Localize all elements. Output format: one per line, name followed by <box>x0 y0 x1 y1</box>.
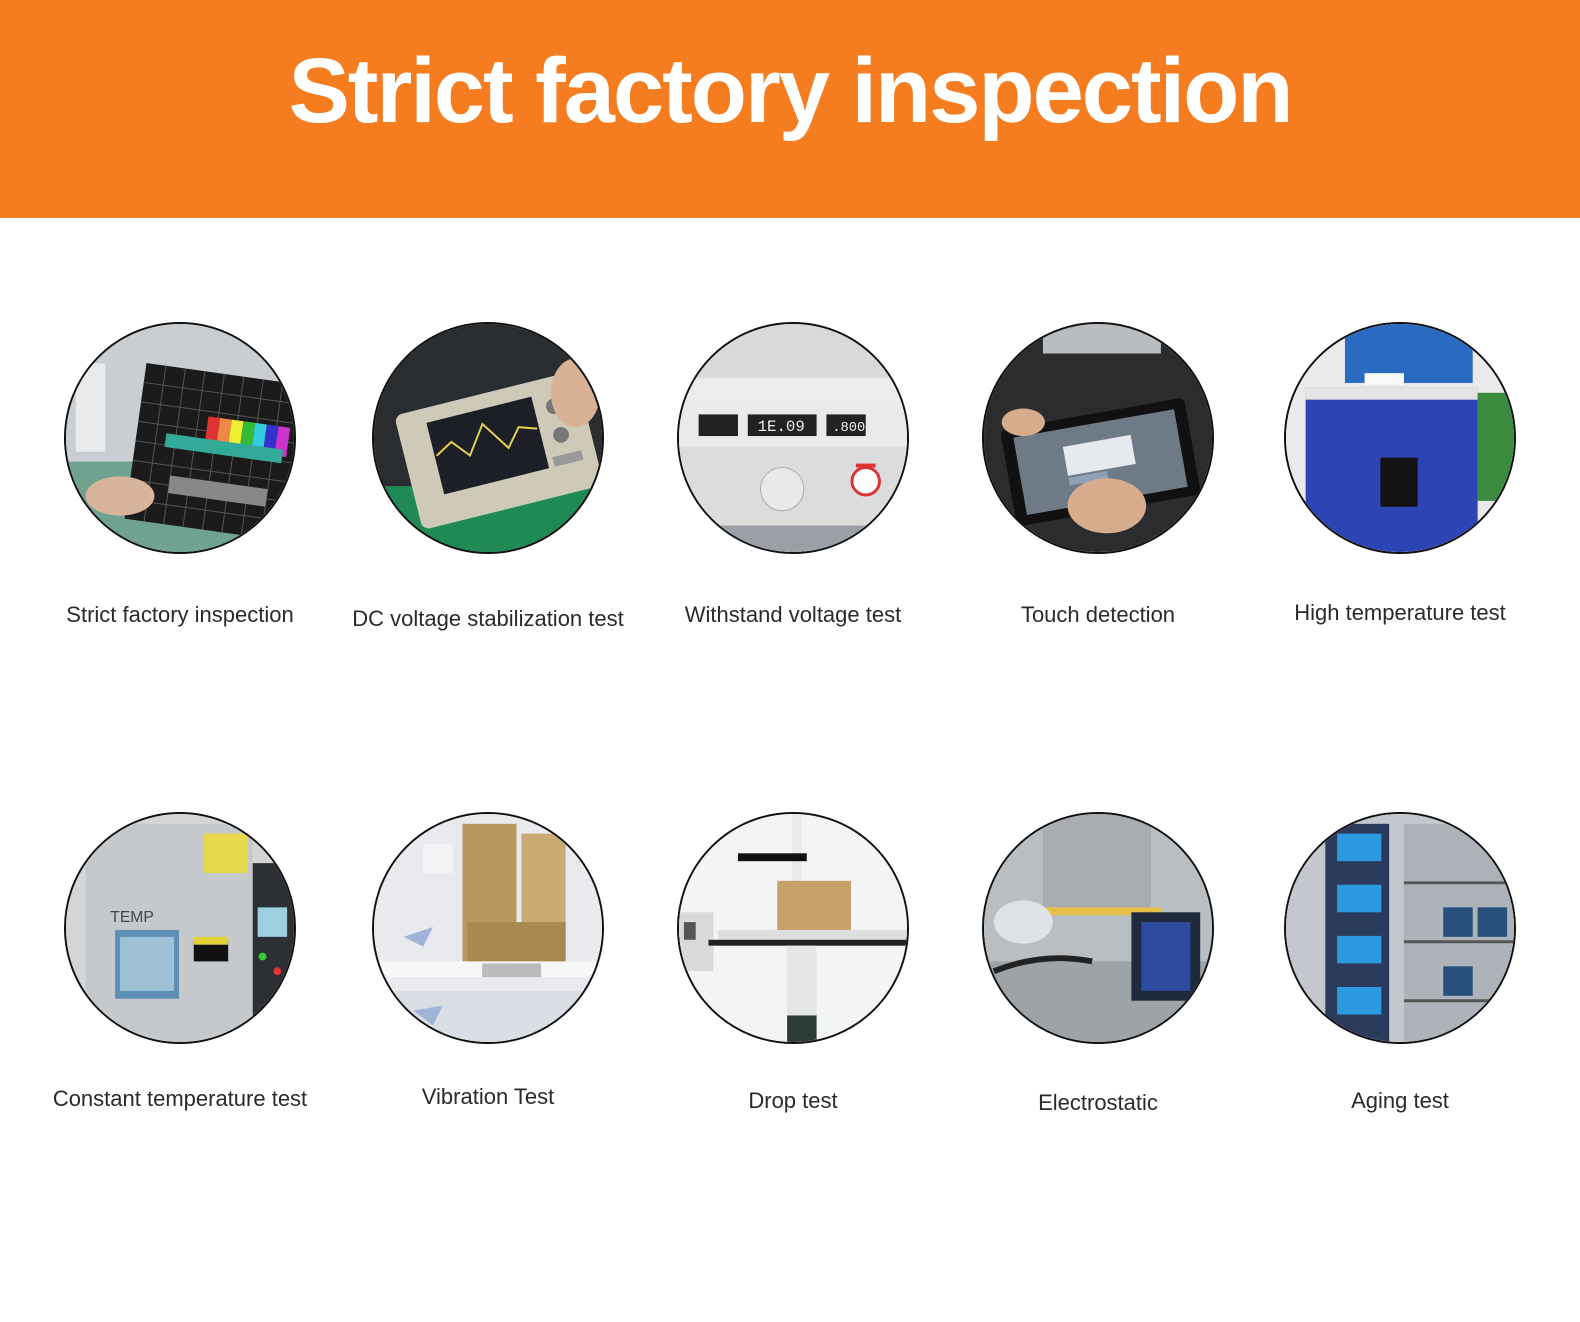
test-item-withstand-voltage: 1E.09 .800 Withstand voltage test <box>643 322 943 662</box>
esd-gun-icon <box>982 812 1214 1044</box>
climate-chamber-icon: TEMP <box>64 812 296 1044</box>
aging-rack-icon <box>1284 812 1516 1044</box>
touch-tablet-icon <box>982 322 1214 554</box>
test-label: Aging test <box>1351 1088 1449 1113</box>
test-item-touch-detection: Touch detection <box>948 322 1248 662</box>
lcd-screen-test-icon <box>64 322 296 554</box>
svg-text:1E.09: 1E.09 <box>758 418 805 436</box>
test-item-drop: Drop test <box>643 812 943 1152</box>
svg-text:TEMP: TEMP <box>110 909 154 926</box>
test-label: Drop test <box>748 1088 838 1113</box>
oven-chamber-icon <box>1284 322 1516 554</box>
test-label: Vibration Test <box>421 1084 555 1109</box>
test-item-electrostatic: Electrostatic <box>948 812 1248 1152</box>
test-item-aging: Aging test <box>1250 812 1550 1152</box>
test-item-strict-factory-inspection: Strict factory inspection <box>30 322 330 662</box>
test-item-constant-temperature: TEMP Constant temperature test <box>30 812 330 1152</box>
test-label: Electrostatic <box>1038 1090 1158 1115</box>
svg-text:.800: .800 <box>832 421 865 436</box>
test-item-dc-voltage: DC voltage stabilization test <box>338 322 638 662</box>
header-banner: Strict factory inspection <box>0 0 1580 218</box>
test-label: Constant temperature test <box>52 1086 308 1111</box>
test-label: DC voltage stabilization test <box>352 606 624 631</box>
voltage-tester-icon: 1E.09 .800 <box>677 322 909 554</box>
test-label: Withstand voltage test <box>684 602 902 627</box>
drop-tester-icon <box>677 812 909 1044</box>
test-label: Strict factory inspection <box>66 602 294 627</box>
vibration-table-icon <box>372 812 604 1044</box>
test-item-high-temperature: High temperature test <box>1250 322 1550 662</box>
test-item-vibration: Vibration Test <box>338 812 638 1152</box>
test-label: Touch detection <box>1020 602 1176 627</box>
oscilloscope-icon <box>372 322 604 554</box>
test-label: High temperature test <box>1294 600 1506 625</box>
page-title: Strict factory inspection <box>288 39 1293 142</box>
